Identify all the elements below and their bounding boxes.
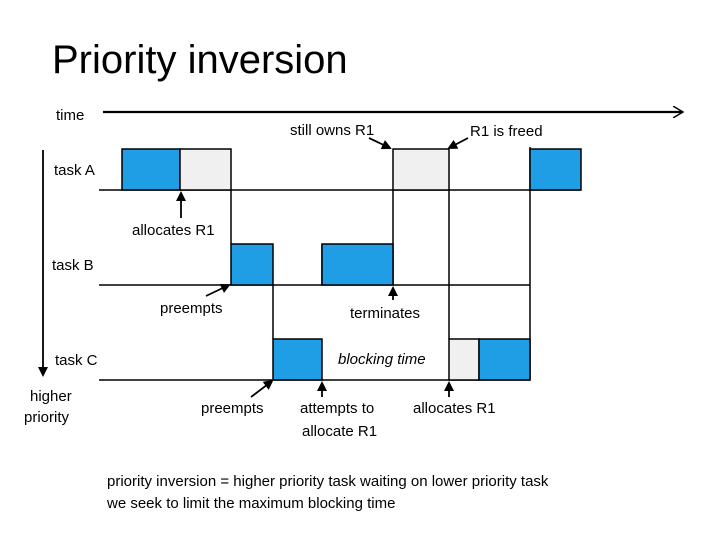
priority-axis-label-line1: higher xyxy=(30,388,72,405)
footer-line-1: priority inversion = higher priority tas… xyxy=(107,473,549,490)
task-a-holding-r1-block xyxy=(179,148,232,191)
task-a-holding-r1-block-2 xyxy=(392,148,450,191)
task-c-running-block-1 xyxy=(272,338,323,381)
task-c-holding-r1-block xyxy=(448,338,480,381)
r1-freed-annotation: R1 is freed xyxy=(470,123,543,140)
task-b-running-block-1 xyxy=(230,243,274,286)
task-a-running-block-2 xyxy=(529,148,582,191)
task-c-preempted-annotation: preempts xyxy=(201,400,264,417)
task-b-running-block-2 xyxy=(321,243,394,286)
footer-line-2: we seek to limit the maximum blocking ti… xyxy=(107,495,396,512)
task-a-label: task A xyxy=(54,162,95,179)
arrow-task-b-preempts xyxy=(205,283,231,297)
task-b-preempts-annotation: preempts xyxy=(160,300,223,317)
blocking-time-annotation: blocking time xyxy=(338,351,426,368)
task-a-running-block-1 xyxy=(121,148,181,191)
time-axis-label: time xyxy=(56,107,85,124)
task-b-terminates-annotation: terminates xyxy=(350,305,421,322)
page-title: Priority inversion xyxy=(52,38,348,82)
task-c-allocates-r1-annotation: allocates R1 xyxy=(413,400,496,417)
task-b-label: task B xyxy=(52,257,94,274)
attempts-allocate-annotation-line2: allocate R1 xyxy=(302,423,378,440)
attempts-allocate-annotation-line1: attempts to xyxy=(300,400,375,417)
arrow-r1-freed xyxy=(447,137,469,149)
arrow-still-owns-r1 xyxy=(368,137,392,150)
priority-axis-label-line2: priority xyxy=(24,409,70,426)
arrow-task-c-preempted xyxy=(250,379,274,398)
still-owns-r1-annotation: still owns R1 xyxy=(290,122,375,139)
task-c-running-block-2 xyxy=(478,338,531,381)
task-a-allocates-r1-annotation: allocates R1 xyxy=(132,222,215,239)
task-c-label: task C xyxy=(55,352,98,369)
